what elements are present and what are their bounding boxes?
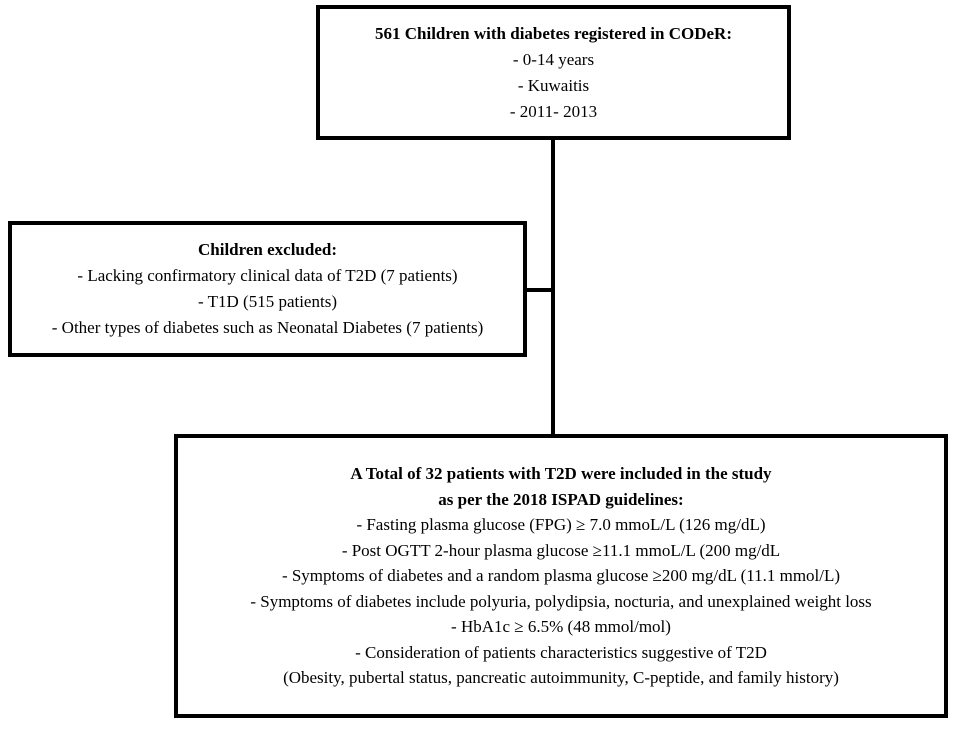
flow-connector-exclusion-branch (527, 288, 553, 292)
registered-box-title: 561 Children with diabetes registered in… (375, 23, 732, 43)
registered-criterion-age: - 0-14 years (512, 49, 595, 69)
included-box-title-line2: as per the 2018 ISPAD guidelines: (438, 489, 684, 509)
criterion-random-glucose: - Symptoms of diabetes and a random plas… (281, 566, 841, 586)
criterion-ogtt: - Post OGTT 2-hour plasma glucose ≥11.1 … (341, 540, 781, 560)
excluded-children-box: Children excluded: - Lacking confirmator… (8, 221, 527, 357)
excluded-reason-t1d: - T1D (515 patients) (198, 292, 337, 311)
criterion-fasting-glucose: - Fasting plasma glucose (FPG) ≥ 7.0 mmo… (356, 515, 766, 535)
flow-connector-vertical (551, 140, 555, 434)
excluded-reason-lacking-data: - Lacking confirmatory clinical data of … (77, 266, 458, 285)
excluded-box-title: Children excluded: (197, 240, 337, 259)
included-patients-box: A Total of 32 patients with T2D were inc… (174, 434, 948, 718)
registered-criterion-period: - 2011- 2013 (509, 101, 598, 121)
criterion-characteristics: - Consideration of patients characterist… (355, 642, 767, 662)
excluded-reason-other-types: - Other types of diabetes such as Neonat… (51, 318, 484, 337)
registered-criterion-nationality: - Kuwaitis (517, 75, 590, 95)
included-box-title-line1: A Total of 32 patients with T2D were inc… (350, 464, 772, 484)
criterion-characteristics-detail: (Obesity, pubertal status, pancreatic au… (283, 668, 839, 688)
registered-children-box: 561 Children with diabetes registered in… (316, 5, 791, 140)
criterion-hba1c: - HbA1c ≥ 6.5% (48 mmol/mol) (451, 617, 671, 637)
criterion-symptoms: - Symptoms of diabetes include polyuria,… (250, 591, 872, 611)
